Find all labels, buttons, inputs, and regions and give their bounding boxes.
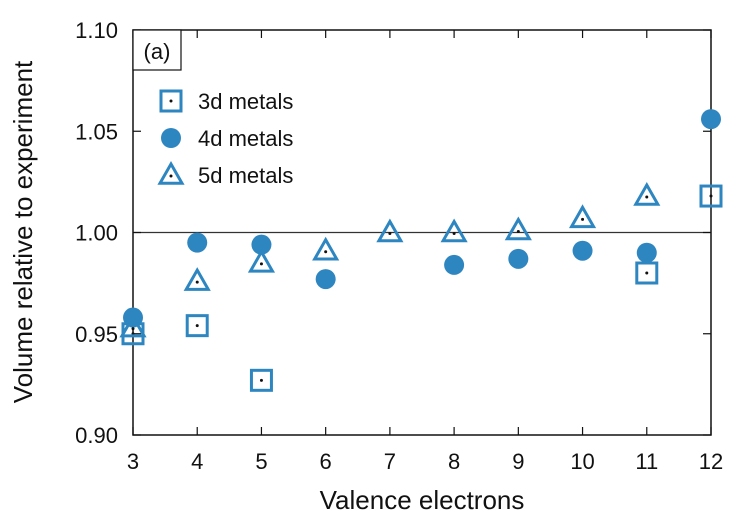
legend-label: 3d metals	[198, 89, 293, 114]
x-tick-label: 4	[191, 449, 203, 474]
y-tick-label: 1.05	[75, 119, 118, 144]
x-tick-label: 7	[384, 449, 396, 474]
point-4d-metals	[701, 109, 721, 130]
y-axis-label: Volume relative to experiment	[8, 60, 38, 403]
x-tick-label: 12	[699, 449, 723, 474]
axis-ticks	[132, 29, 712, 436]
y-tick-labels: 0.90 0.95 1.00 1.05 1.10	[75, 18, 118, 448]
y-tick-label: 0.90	[75, 423, 118, 448]
y-tick-label: 1.10	[75, 18, 118, 43]
legend-label: 5d metals	[198, 163, 293, 188]
point-3d-metals	[249, 368, 273, 392]
point-5d-metals	[247, 248, 276, 273]
point-4d-metals	[315, 269, 336, 290]
legend: 3d metals 4d metals 5d metals	[157, 89, 293, 188]
data-points	[119, 109, 723, 392]
point-4d-metals	[636, 242, 657, 263]
point-5d-metals	[376, 218, 404, 243]
legend-marker	[157, 160, 185, 185]
point-5d-metals	[568, 204, 597, 229]
point-4d-metals	[508, 248, 529, 269]
point-4d-metals	[251, 234, 272, 255]
x-tick-label: 10	[570, 449, 594, 474]
legend-marker	[159, 89, 183, 113]
point-5d-metals	[119, 313, 147, 338]
x-tick-label: 9	[512, 449, 524, 474]
point-5d-metals	[312, 236, 340, 261]
point-3d-metals	[635, 261, 659, 285]
point-3d-metals	[699, 184, 723, 208]
y-tick-label: 0.95	[75, 322, 118, 347]
point-5d-metals	[440, 218, 468, 243]
x-tick-label: 6	[320, 449, 332, 474]
x-tick-label: 3	[127, 449, 139, 474]
x-tick-label: 8	[448, 449, 460, 474]
legend-marker	[161, 128, 181, 148]
x-tick-label: 5	[255, 449, 267, 474]
point-4d-metals	[187, 232, 208, 253]
panel-label-box: (a)	[132, 29, 182, 71]
point-4d-metals	[444, 254, 465, 275]
point-3d-metals	[185, 314, 209, 338]
point-5d-metals	[633, 182, 661, 206]
x-tick-label: 11	[635, 449, 658, 474]
point-5d-metals	[504, 216, 532, 241]
legend-label: 4d metals	[198, 126, 293, 151]
point-5d-metals	[183, 267, 211, 291]
point-4d-metals	[572, 240, 593, 261]
x-axis-label: Valence electrons	[320, 485, 525, 515]
y-tick-label: 1.00	[75, 221, 118, 246]
x-tick-labels: 3 4 5 6 7 8 9 10 11 12	[127, 449, 723, 474]
panel-label: (a)	[144, 39, 171, 64]
